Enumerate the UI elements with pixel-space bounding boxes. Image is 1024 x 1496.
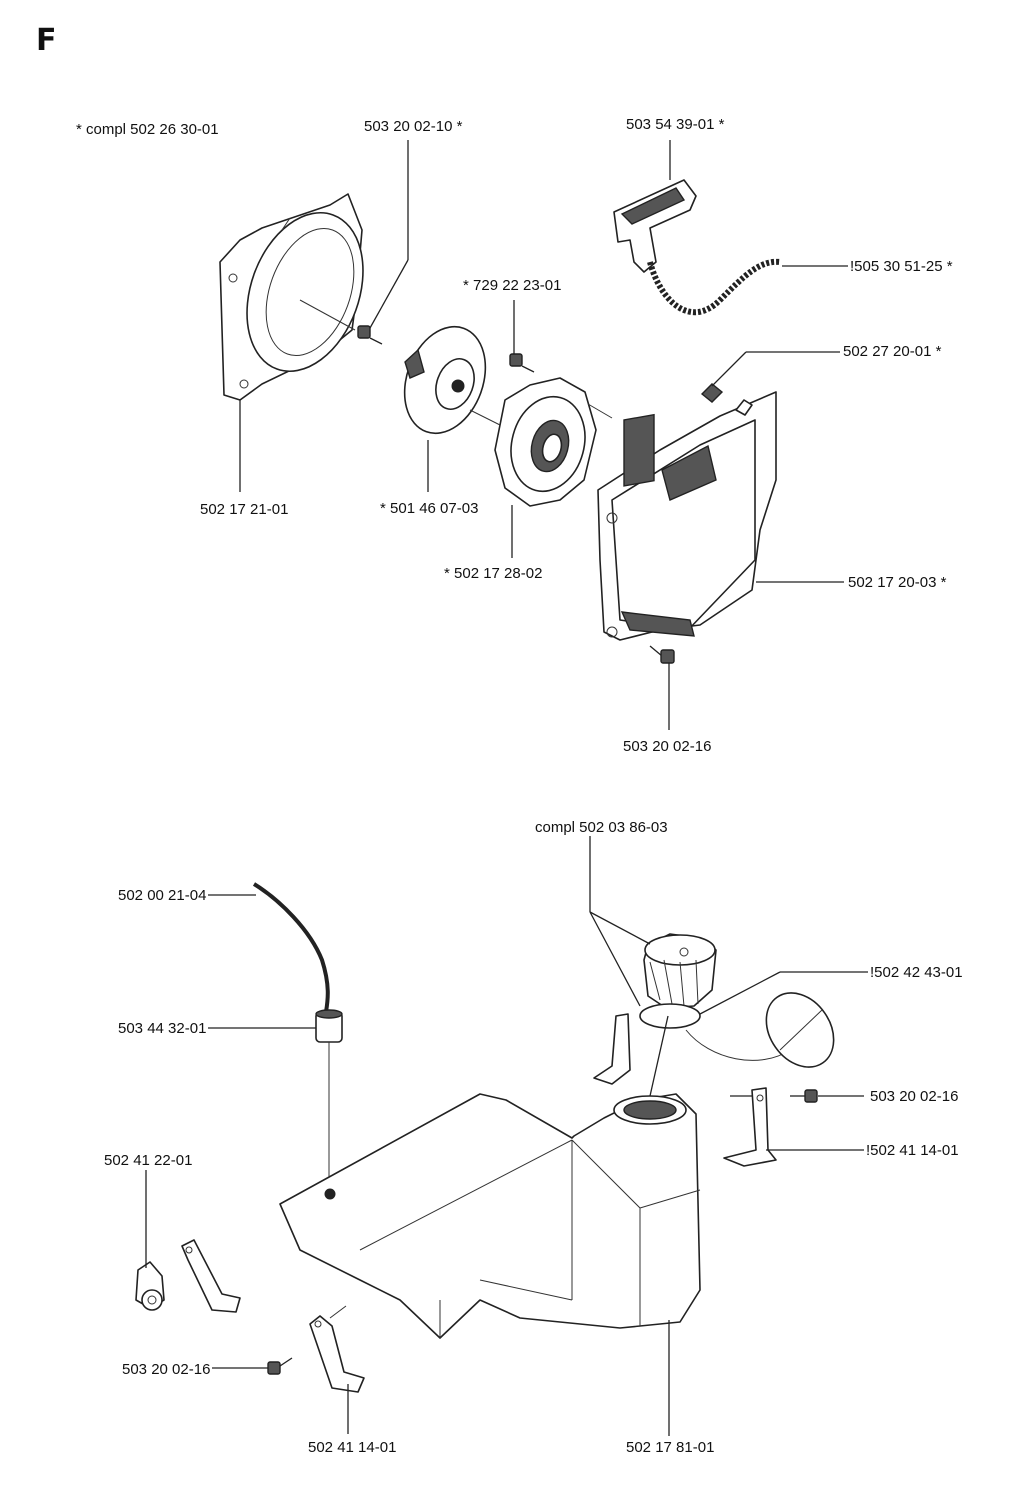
screw-729-22-23-01: [509, 353, 535, 373]
label-spring-cassette: * 502 17 28-02: [444, 565, 542, 582]
bottom-leader-lines: [145, 836, 868, 1436]
clamp-part: [135, 1261, 165, 1311]
label-insert: 502 27 20-01 *: [843, 343, 942, 360]
top-leader-lines: [239, 140, 848, 730]
label-pulley: * 501 46 07-03: [380, 500, 478, 517]
label-starter-cover: 502 17 20-03 *: [848, 574, 947, 591]
bracket-clamp-part: [181, 1239, 241, 1313]
fan-housing-part: [219, 193, 364, 401]
bracket-cap-part: [593, 1013, 631, 1085]
label-clamp: 502 41 22-01: [104, 1152, 192, 1169]
pulley-part: [403, 325, 487, 435]
bracket-right-part: [723, 1087, 777, 1167]
label-strap: !502 42 43-01: [870, 964, 963, 981]
label-compl-cover: * compl 502 26 30-01: [76, 121, 219, 138]
label-filter: 503 44 32-01: [118, 1020, 206, 1037]
screw-left-503-20-02-16: [267, 1357, 293, 1375]
label-tank-cap: compl 502 03 86-03: [535, 819, 668, 836]
label-handle: 503 54 39-01 *: [626, 116, 725, 133]
label-screw-top: 503 20 02-10 *: [364, 118, 463, 135]
starter-cover-part: [597, 391, 777, 641]
label-screw-729: * 729 22 23-01: [463, 277, 561, 294]
bracket-left-part: [309, 1315, 365, 1393]
fuel-tank-part: [279, 1093, 701, 1339]
starter-handle-part: [613, 179, 697, 273]
label-screw-right: 503 20 02-16: [870, 1088, 958, 1105]
starter-rope-part: [647, 258, 781, 316]
section-letter: F: [36, 23, 57, 58]
insert-502-27-20-01: [700, 383, 724, 403]
label-rope: !505 30 51-25 *: [850, 258, 953, 275]
fuel-filter-part: [315, 1009, 343, 1190]
spring-cassette-part: [469, 377, 613, 507]
tank-cap-part: [639, 933, 717, 1029]
label-fan-housing: 502 17 21-01: [200, 501, 288, 518]
cap-strap-part: [685, 992, 835, 1068]
screw-cover-503-20-02-16: [649, 645, 675, 664]
label-tank: 502 17 81-01: [626, 1439, 714, 1456]
label-bracket-left: 502 41 14-01: [308, 1439, 396, 1456]
label-screw-left: 503 20 02-16: [122, 1361, 210, 1378]
label-bracket-right: !502 41 14-01: [866, 1142, 959, 1159]
screw-right-503-20-02-16: [790, 1089, 818, 1103]
label-screw-cover: 503 20 02-16: [623, 738, 711, 755]
fuel-hose-part: [252, 882, 330, 1013]
screw-503-20-02-10: [357, 325, 383, 345]
label-fuel-hose: 502 00 21-04: [118, 887, 206, 904]
